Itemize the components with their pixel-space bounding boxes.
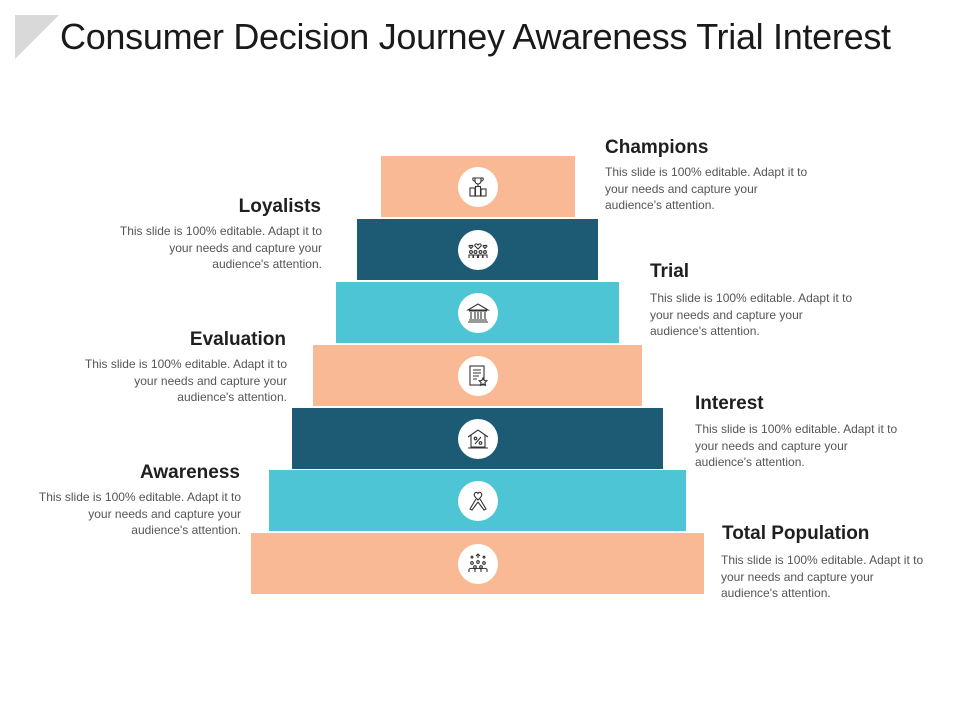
description-champions: This slide is 100% editable. Adapt it to… (605, 165, 808, 212)
bank-icon (457, 292, 498, 333)
description-loyalists: This slide is 100% editable. Adapt it to… (119, 224, 322, 271)
awareness-ribbon-icon (457, 480, 498, 521)
description-awareness: This slide is 100% editable. Adapt it to… (38, 490, 241, 537)
certificate-icon (457, 355, 498, 396)
level-bar-trial (336, 282, 619, 343)
heading-total-population: Total Population (722, 523, 870, 544)
level-bar-loyalists (357, 219, 598, 280)
corner-triangle-decoration (15, 15, 59, 59)
heading-loyalists: Loyalists (238, 196, 321, 217)
heading-interest: Interest (695, 393, 764, 414)
heading-trial: Trial (650, 261, 690, 282)
trophy-podium-icon (458, 166, 498, 207)
group-hearts-icon (457, 229, 498, 270)
level-bar-evaluation (313, 345, 642, 406)
population-icon (457, 543, 498, 584)
heading-evaluation: Evaluation (189, 329, 286, 350)
level-bar-interest (292, 408, 663, 469)
level-bar-total-population (251, 533, 704, 594)
house-percent-icon (457, 418, 498, 459)
description-total-population: This slide is 100% editable. Adapt it to… (721, 553, 924, 600)
level-bar-champions (381, 156, 575, 217)
heading-champions: Champions (605, 137, 709, 158)
heading-awareness: Awareness (140, 462, 240, 483)
level-bar-awareness (269, 470, 686, 531)
description-evaluation: This slide is 100% editable. Adapt it to… (84, 357, 287, 404)
description-trial: This slide is 100% editable. Adapt it to… (650, 291, 853, 338)
description-interest: This slide is 100% editable. Adapt it to… (695, 422, 898, 469)
page-title: Consumer Decision Journey Awareness Tria… (60, 16, 891, 57)
